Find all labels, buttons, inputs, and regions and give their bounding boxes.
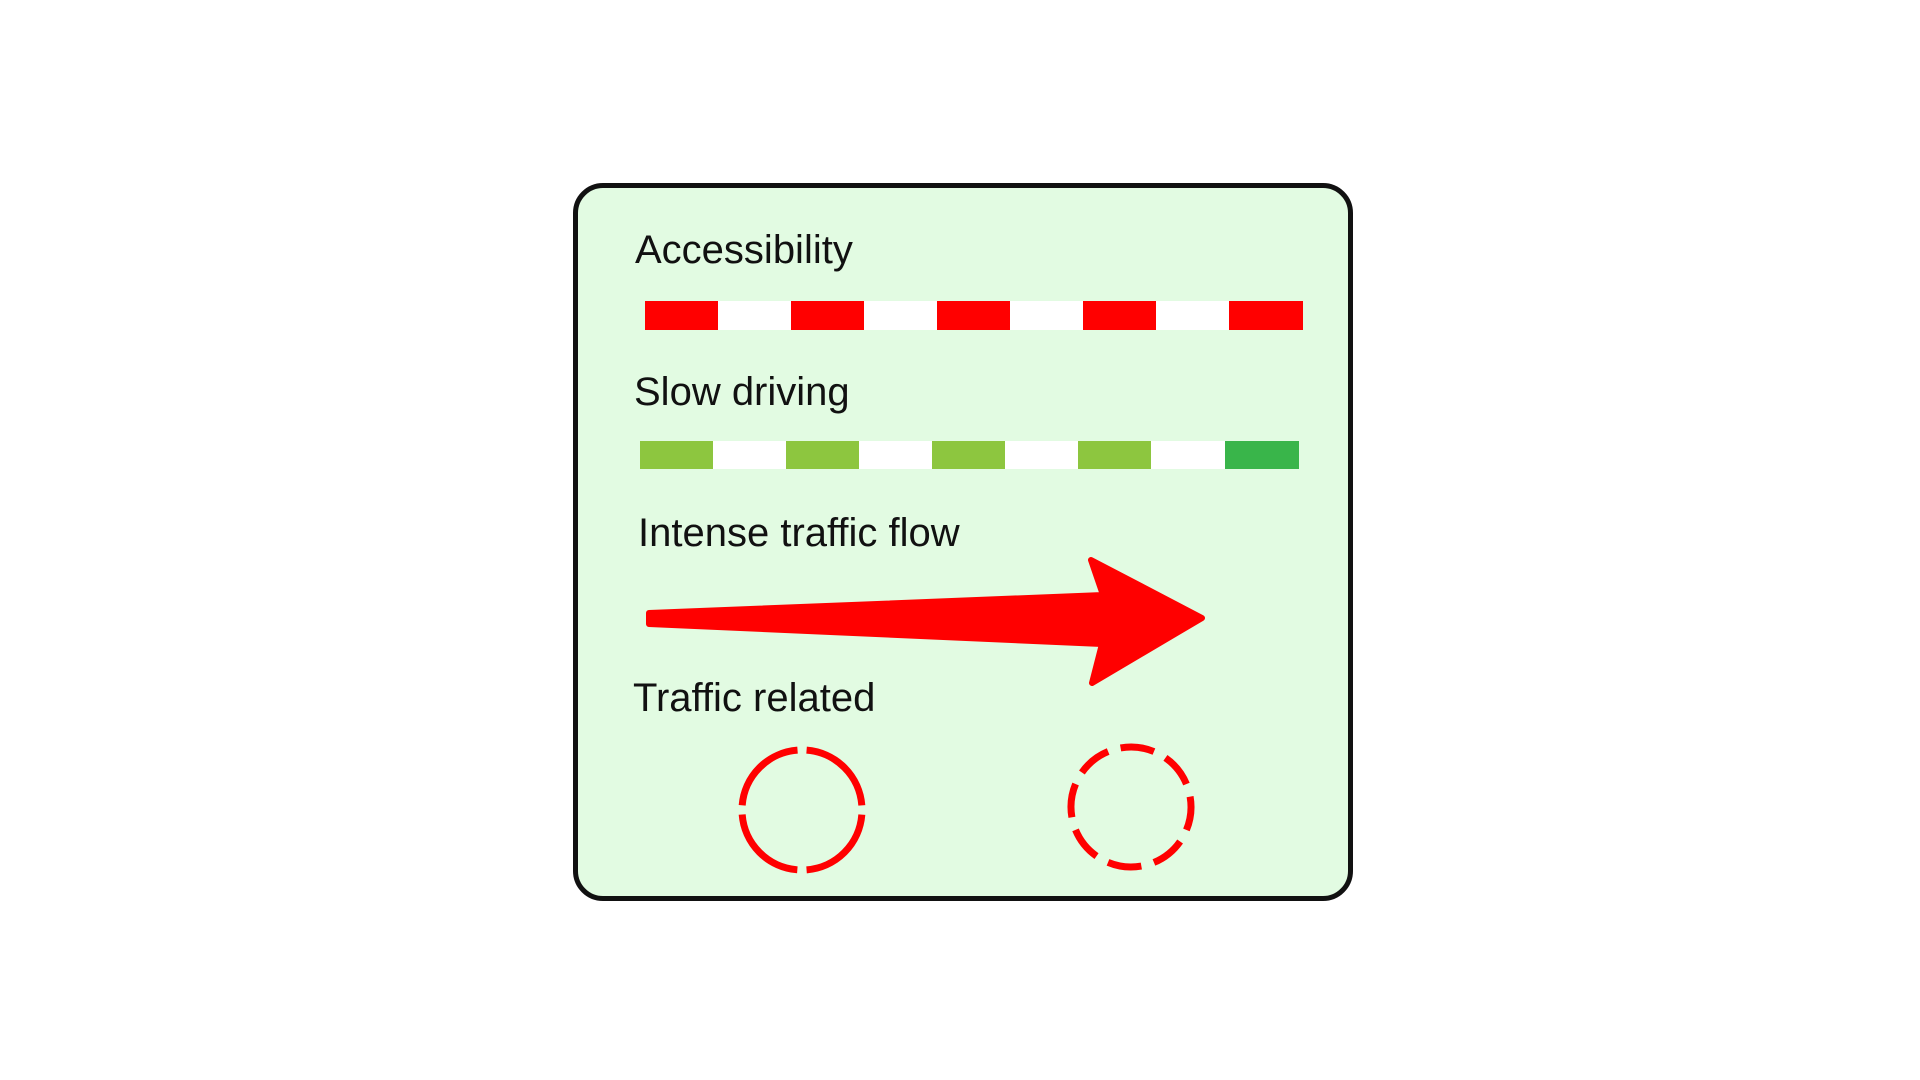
legend-symbols	[640, 301, 1303, 874]
slow-driving-dash-3	[932, 441, 1005, 469]
legend-panel: Accessibility Slow driving Intense traff…	[573, 183, 1353, 901]
legend-label-accessibility: Accessibility	[635, 228, 853, 272]
accessibility-dash-4	[1083, 301, 1156, 330]
traffic-related-circle-icon-2	[1067, 743, 1195, 871]
slow-driving-dash-1	[640, 441, 713, 469]
accessibility-dashed-line	[645, 301, 1303, 330]
traffic-related-circle-icon-1	[738, 746, 866, 874]
intense-traffic-flow-arrow-icon	[646, 557, 1205, 686]
legend-label-traffic-related: Traffic related	[633, 676, 876, 720]
slow-driving-dashed-line	[640, 441, 1299, 469]
legend-label-slow-driving: Slow driving	[634, 370, 850, 414]
legend-label-intense-traffic-flow: Intense traffic flow	[638, 511, 960, 555]
accessibility-dash-5	[1229, 301, 1303, 330]
slow-driving-dash-5	[1225, 441, 1299, 469]
accessibility-dash-1	[645, 301, 718, 330]
accessibility-dash-2	[791, 301, 864, 330]
slow-driving-dash-2	[786, 441, 859, 469]
accessibility-dash-3	[937, 301, 1010, 330]
slow-driving-dash-4	[1078, 441, 1151, 469]
